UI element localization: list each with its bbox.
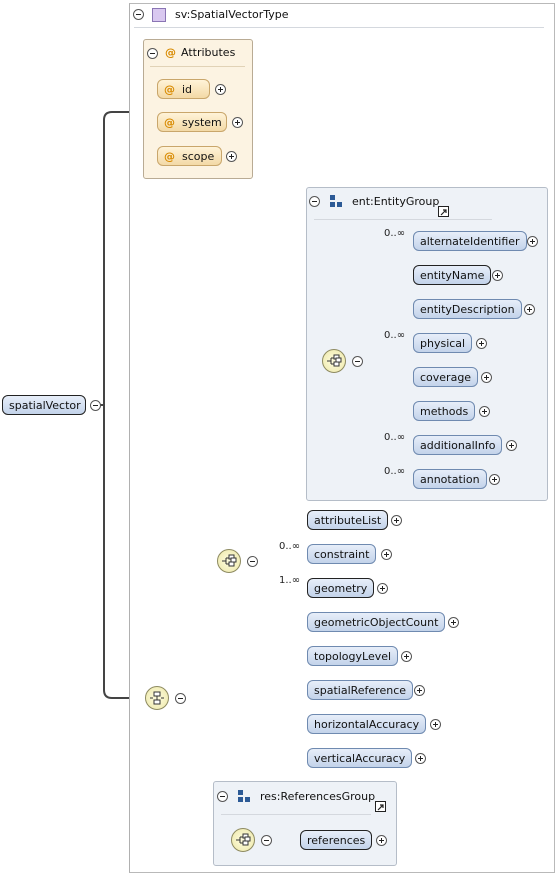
attribute-scope[interactable]: @ scope	[157, 146, 222, 166]
type-header-separator	[134, 27, 544, 28]
root-element-label: spatialVector	[9, 399, 81, 412]
element-annotation[interactable]: annotation	[413, 469, 487, 489]
references-group-separator	[221, 814, 371, 815]
element-label: references	[307, 834, 366, 847]
entity-group-label: ent:EntityGroup	[352, 195, 440, 208]
expand-attribute-system-icon[interactable]	[232, 117, 243, 128]
collapse-entity-group-icon[interactable]	[309, 196, 320, 207]
attribute-system[interactable]: @ system	[157, 112, 227, 132]
choice-compositor[interactable]	[145, 686, 169, 710]
attribute-at-icon: @	[164, 83, 175, 96]
expand-references-icon[interactable]	[376, 835, 387, 846]
collapse-attributes-icon[interactable]	[147, 48, 158, 59]
expand-annotation-icon[interactable]	[489, 474, 500, 485]
group-icon	[238, 790, 250, 802]
attribute-at-icon: @	[164, 116, 175, 129]
element-label: attributeList	[314, 514, 382, 527]
expand-additionalinfo-icon[interactable]	[506, 440, 517, 451]
expand-physical-icon[interactable]	[476, 338, 487, 349]
attribute-label: system	[182, 116, 222, 129]
element-label: alternateIdentifier	[420, 235, 520, 248]
element-entityname[interactable]: entityName	[413, 265, 492, 285]
expand-coverage-icon[interactable]	[481, 372, 492, 383]
expand-alternateidentifier-icon[interactable]	[527, 236, 538, 247]
collapse-root-icon[interactable]	[90, 400, 101, 411]
element-attributelist[interactable]: attributeList	[307, 510, 389, 530]
attributes-header: Attributes	[181, 46, 236, 59]
choice-compositor-entity-group[interactable]	[322, 349, 346, 373]
element-coverage[interactable]: coverage	[413, 367, 479, 387]
element-physical[interactable]: physical	[413, 333, 473, 353]
attribute-label: scope	[182, 150, 215, 163]
element-label: entityDescription	[420, 303, 515, 316]
entity-group-separator	[314, 219, 492, 220]
expand-geometricobjectcount-icon[interactable]	[448, 617, 459, 628]
complex-type-icon	[152, 8, 166, 22]
expand-topologylevel-icon[interactable]	[401, 651, 412, 662]
element-label: geometricObjectCount	[314, 616, 439, 629]
sequence-compositor-references[interactable]	[231, 828, 255, 852]
attributes-at-icon: @	[165, 46, 176, 59]
expand-attribute-scope-icon[interactable]	[226, 151, 237, 162]
element-constraint[interactable]: constraint	[307, 544, 377, 564]
element-label: physical	[420, 337, 466, 350]
expand-geometry-icon[interactable]	[377, 583, 388, 594]
element-label: topologyLevel	[314, 650, 392, 663]
references-group-label: res:ReferencesGroup	[260, 790, 376, 803]
element-label: verticalAccuracy	[314, 752, 406, 765]
attribute-id[interactable]: @ id	[157, 79, 210, 99]
element-label: horizontalAccuracy	[314, 718, 420, 731]
cardinality-label: 0..∞	[384, 466, 406, 477]
sequence-compositor[interactable]	[217, 549, 241, 573]
element-label: coverage	[420, 371, 472, 384]
element-alternateidentifier[interactable]: alternateIdentifier	[413, 231, 527, 251]
group-icon	[330, 195, 342, 207]
expand-verticalaccuracy-icon[interactable]	[415, 753, 426, 764]
attribute-at-icon: @	[164, 150, 175, 163]
expand-entitydescription-icon[interactable]	[524, 304, 535, 315]
collapse-references-group-icon[interactable]	[217, 791, 228, 802]
expand-entityname-icon[interactable]	[492, 270, 503, 281]
collapse-sequence-icon[interactable]	[247, 556, 258, 567]
attribute-label: id	[182, 83, 193, 96]
element-label: spatialReference	[314, 684, 407, 697]
expand-methods-icon[interactable]	[479, 406, 490, 417]
element-entitydescription[interactable]: entityDescription	[413, 299, 522, 319]
cardinality-label: 0..∞	[279, 541, 301, 552]
cardinality-label: 1..∞	[279, 575, 301, 586]
root-element-spatialvector[interactable]: spatialVector	[2, 395, 86, 415]
element-topologylevel[interactable]: topologyLevel	[307, 646, 399, 666]
element-label: additionalInfo	[420, 439, 496, 452]
external-link-icon[interactable]	[438, 206, 449, 217]
expand-spatialreference-icon[interactable]	[414, 685, 425, 696]
element-label: geometry	[314, 582, 368, 595]
element-label: methods	[420, 405, 469, 418]
element-geometricobjectcount[interactable]: geometricObjectCount	[307, 612, 446, 632]
collapse-choice-icon[interactable]	[175, 693, 186, 704]
element-label: entityName	[420, 269, 485, 282]
element-verticalaccuracy[interactable]: verticalAccuracy	[307, 748, 413, 768]
element-methods[interactable]: methods	[413, 401, 476, 421]
expand-attributelist-icon[interactable]	[391, 515, 402, 526]
expand-constraint-icon[interactable]	[381, 549, 392, 560]
collapse-entity-choice-icon[interactable]	[352, 356, 363, 367]
element-label: constraint	[314, 548, 370, 561]
cardinality-label: 0..∞	[384, 330, 406, 341]
collapse-references-sequence-icon[interactable]	[261, 835, 272, 846]
attributes-separator	[150, 66, 245, 67]
element-horizontalaccuracy[interactable]: horizontalAccuracy	[307, 714, 427, 734]
element-label: annotation	[420, 473, 480, 486]
element-additionalinfo[interactable]: additionalInfo	[413, 435, 503, 455]
element-references[interactable]: references	[300, 830, 373, 850]
expand-horizontalaccuracy-icon[interactable]	[430, 719, 441, 730]
complex-type-label: sv:SpatialVectorType	[175, 8, 289, 21]
collapse-type-icon[interactable]	[133, 9, 144, 20]
cardinality-label: 0..∞	[384, 228, 406, 239]
cardinality-label: 0..∞	[384, 432, 406, 443]
element-geometry[interactable]: geometry	[307, 578, 375, 598]
element-spatialreference[interactable]: spatialReference	[307, 680, 414, 700]
expand-attribute-id-icon[interactable]	[215, 84, 226, 95]
external-link-icon[interactable]	[375, 801, 386, 812]
